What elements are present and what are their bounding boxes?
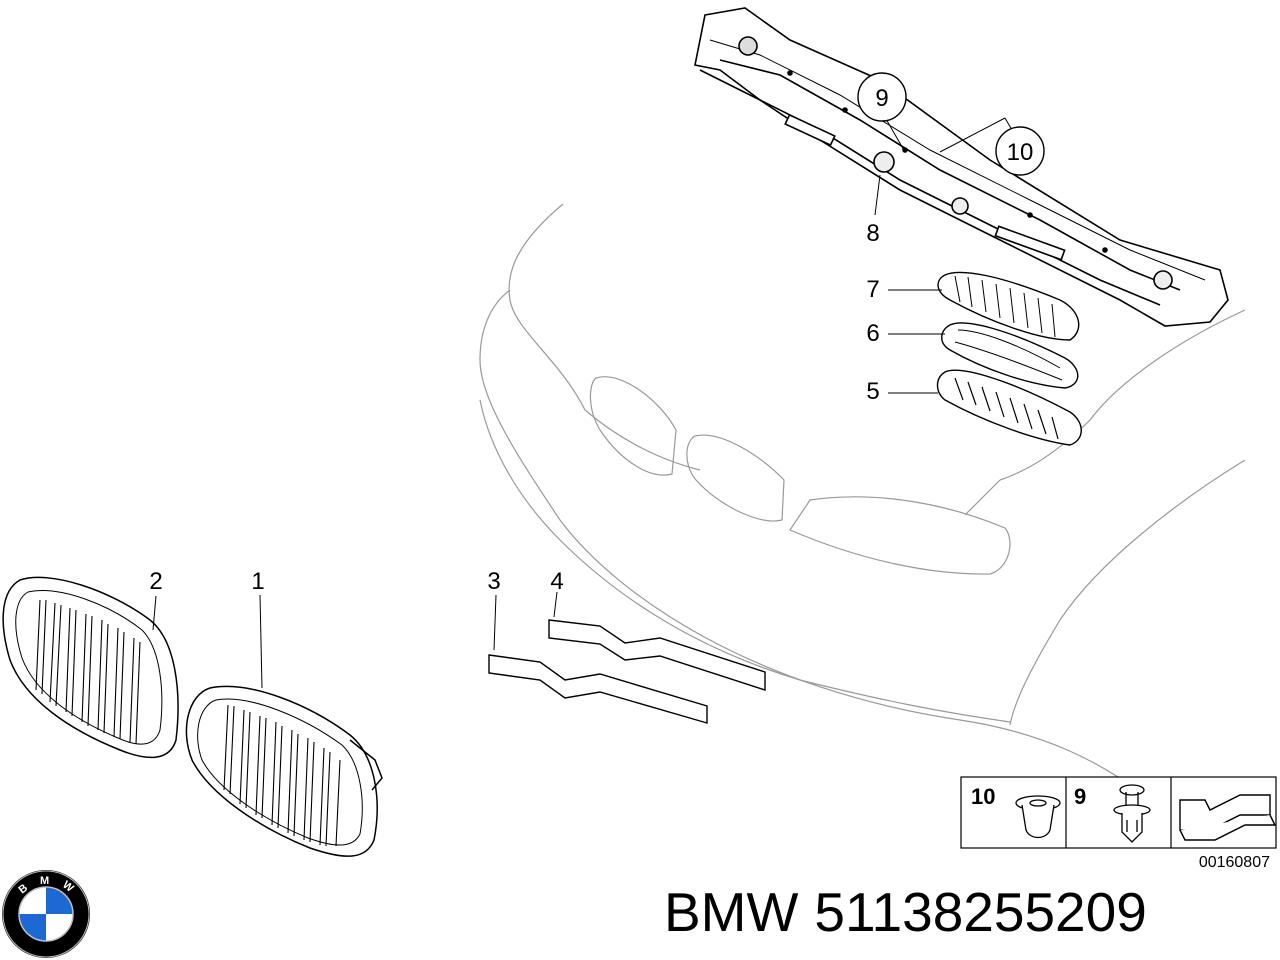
callout-7: 7: [866, 276, 879, 303]
caption-part-number: 51138255209: [814, 881, 1147, 943]
diagram-id: 00160807: [1199, 854, 1270, 871]
cowl-panel: [694, 7, 1229, 327]
callout-4: 4: [550, 568, 563, 595]
callout-1: 1: [251, 568, 264, 595]
caption-brand: BMW: [664, 881, 799, 943]
callout-6: 6: [866, 320, 879, 347]
clip-nut-icon: [1015, 795, 1061, 839]
strip-part-4: [548, 619, 766, 691]
strip-part-3: [488, 654, 708, 724]
callout-2: 2: [149, 568, 162, 595]
legend-item-9-label: 9: [1074, 784, 1086, 809]
callout-10: 10: [1007, 139, 1034, 166]
fastener-legend: 10 9: [960, 776, 1277, 849]
legend-item-10-label: 10: [971, 784, 995, 809]
callout-8: 8: [866, 220, 879, 247]
orientation-arrow-icon: [1179, 794, 1277, 841]
car-headlight: [789, 496, 1011, 575]
callout-9: 9: [875, 85, 888, 112]
callout-3: 3: [487, 568, 500, 595]
callout-5: 5: [866, 378, 879, 405]
leader-lines: [152, 111, 1013, 689]
bmw-logo: B M W: [2, 870, 90, 958]
kidney-grille-part-2: [2, 576, 179, 759]
grille-part-6: [941, 322, 1079, 389]
kidney-grille-part-1: [185, 685, 383, 857]
car-left-kidney-opening: [589, 376, 677, 476]
callout-10-circle: 10: [995, 126, 1045, 176]
car-body-outline: [479, 203, 1246, 801]
grille-part-5: [936, 369, 1082, 446]
car-right-kidney-opening: [686, 434, 785, 522]
svg-text:M: M: [40, 875, 49, 887]
callout-9-circle: 9: [857, 72, 907, 122]
expanding-rivet-icon: [1113, 784, 1151, 843]
grille-part-7: [937, 271, 1080, 341]
